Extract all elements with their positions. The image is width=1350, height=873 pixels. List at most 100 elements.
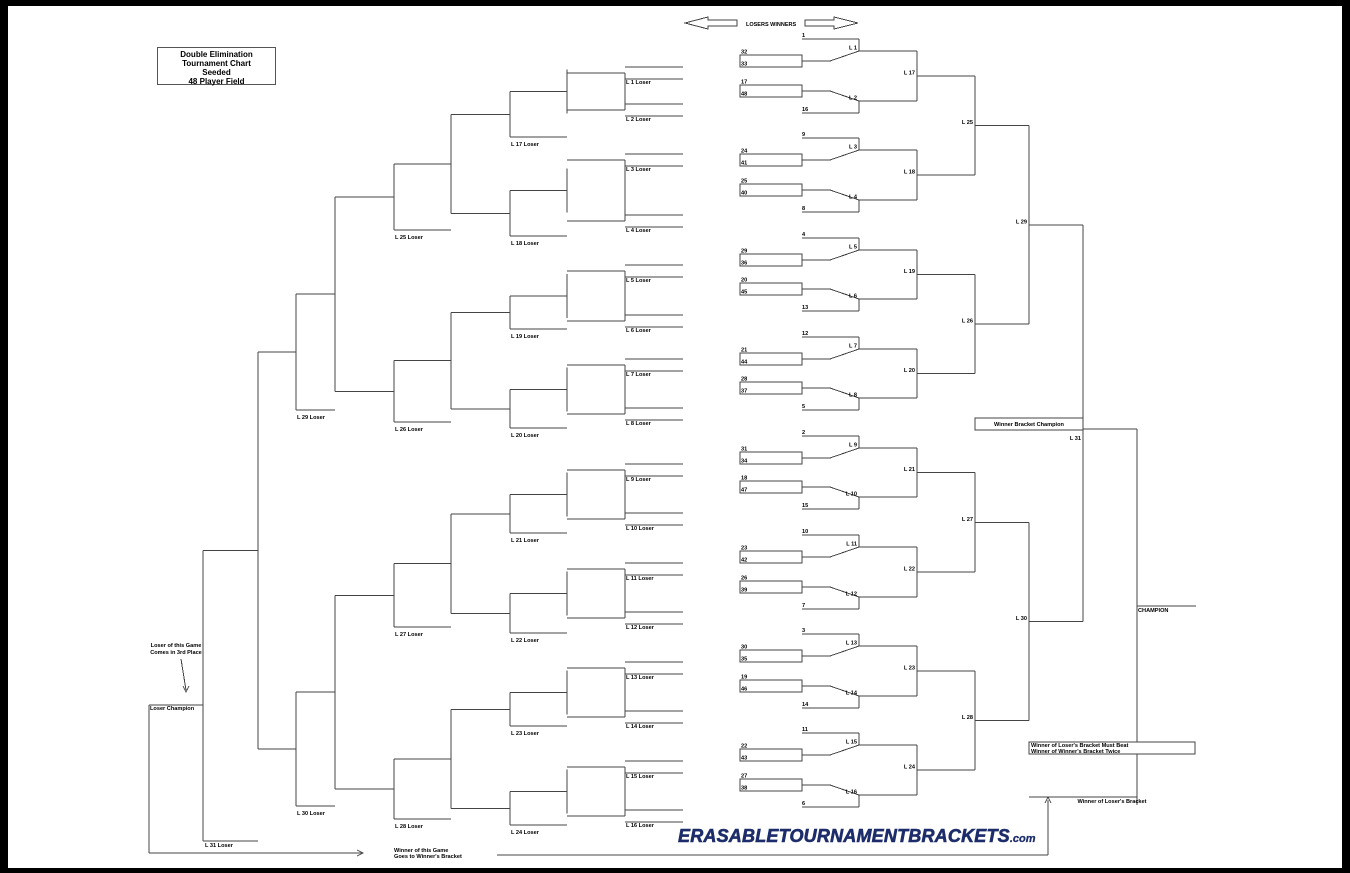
- title-line: Double Elimination: [180, 50, 253, 59]
- bracket-label: L 10: [846, 492, 857, 498]
- left-arrow-icon: [683, 16, 738, 30]
- bracket-label: Winner of Loser's Bracket: [1077, 799, 1146, 805]
- bracket-label: L 15 Loser: [626, 774, 655, 780]
- logo-text: ERASABLETOURNAMENTBRACKETS: [678, 826, 1010, 847]
- match-box: [739, 550, 803, 564]
- bracket-line: [829, 149, 860, 161]
- bracket-label: L 24 Loser: [511, 830, 540, 836]
- arrow-head: [356, 849, 365, 857]
- bracket-label: 18: [741, 476, 747, 482]
- match-box: [739, 748, 803, 762]
- bracket-label: L 30 Loser: [297, 811, 326, 817]
- match-box: [739, 352, 803, 366]
- bracket-label: L 25 Loser: [395, 235, 424, 241]
- bracket-label: L 18: [904, 170, 915, 176]
- bracket-label: Loser Champion: [150, 706, 195, 712]
- bracket-line: [829, 645, 860, 657]
- bracket-label: L 18 Loser: [511, 241, 540, 247]
- bracket-label: L 16 Loser: [626, 823, 655, 829]
- bracket-label: 34: [741, 459, 748, 465]
- bracket-label: 47: [741, 488, 747, 494]
- bracket-label: 37: [741, 389, 747, 395]
- bracket-label: 28: [741, 377, 747, 383]
- arrow-head: [1044, 795, 1052, 804]
- match-box: [739, 778, 803, 792]
- bracket-label: 32: [741, 50, 747, 56]
- match-box: [739, 580, 803, 594]
- match-box: [739, 54, 803, 68]
- bracket-label: L 12: [846, 592, 857, 598]
- bracket-label: 36: [741, 261, 747, 267]
- bracket-label: L 23 Loser: [511, 731, 540, 737]
- bracket-label: L 16: [846, 790, 857, 796]
- bracket-line: [829, 90, 860, 102]
- bracket-label: L 20: [904, 368, 915, 374]
- bracket-label: 17: [741, 80, 747, 86]
- bracket-label: L 1 Loser: [626, 80, 652, 86]
- bracket-label: L 7: [849, 344, 857, 350]
- bracket-label: 38: [741, 786, 747, 792]
- bracket-label: L 14 Loser: [626, 724, 655, 730]
- bracket-label: Loser of this Game: [151, 643, 202, 649]
- bracket-label: Winner of this Game: [394, 848, 448, 854]
- bracket-label: L 7 Loser: [626, 372, 652, 378]
- bracket-label: Winner of Loser's Bracket Must Beat: [1031, 743, 1128, 749]
- bracket-label: 8: [802, 206, 805, 212]
- bracket-label: L 17: [904, 71, 915, 77]
- bracket-label: L 1: [849, 46, 857, 52]
- must-beat-box: [1028, 741, 1196, 755]
- bracket-line: [829, 50, 860, 62]
- bracket-label: 22: [741, 744, 747, 750]
- bracket-label: L 29 Loser: [297, 415, 326, 421]
- winner-champion-box: [974, 417, 1084, 431]
- bracket-sheet: [8, 6, 1342, 868]
- bracket-label: L 11: [846, 542, 857, 548]
- bracket-label: 29: [741, 249, 747, 255]
- bracket-label: L 19: [904, 269, 915, 275]
- bracket-label: L 15: [846, 740, 857, 746]
- bracket-label: L 21: [904, 467, 915, 473]
- bracket-label: L 3: [849, 145, 857, 151]
- bracket-line: [829, 586, 860, 598]
- bracket-label: 10: [802, 529, 808, 535]
- bracket-label: 39: [741, 588, 747, 594]
- bracket-label: L 9: [849, 443, 857, 449]
- bracket-label: 9: [802, 132, 805, 138]
- bracket-label: CHAMPION: [1138, 608, 1168, 614]
- bracket-label: 5: [802, 404, 805, 410]
- bracket-label: L 19 Loser: [511, 334, 540, 340]
- bracket-label: L 5: [849, 245, 857, 251]
- bracket-line: [829, 784, 860, 796]
- bracket-label: L 14: [846, 691, 858, 697]
- bracket-label: L 6: [849, 294, 857, 300]
- title-box: Double Elimination Tournament Chart Seed…: [157, 47, 276, 86]
- legend: LOSERS WINNERS: [746, 22, 796, 28]
- match-box: [739, 679, 803, 693]
- bracket-label: L 2: [849, 96, 857, 102]
- bracket-label: L 9 Loser: [626, 477, 652, 483]
- bracket-label: L 29: [1016, 219, 1027, 225]
- legend-losers: LOSERS: [746, 22, 769, 28]
- bracket-label: L 5 Loser: [626, 278, 652, 284]
- bracket-line: [829, 486, 860, 498]
- bracket-label: Winner Bracket Champion: [994, 422, 1064, 428]
- bracket-label: Comes in 3rd Place: [150, 650, 202, 656]
- bracket-label: 48: [741, 92, 747, 98]
- bracket-label: L 3 Loser: [626, 167, 652, 173]
- bracket-label: L 31: [1070, 436, 1081, 442]
- bracket-label: L 20 Loser: [511, 433, 540, 439]
- bracket-label: 35: [741, 657, 747, 663]
- bracket-label: 4: [802, 232, 806, 238]
- match-box: [739, 451, 803, 465]
- bracket-label: 13: [802, 305, 808, 311]
- title-line: Tournament Chart: [182, 59, 251, 68]
- bracket-label: L 13: [846, 641, 857, 647]
- bracket-label: 1: [802, 33, 805, 39]
- bracket-label: 27: [741, 774, 747, 780]
- bracket-label: L 4: [849, 195, 858, 201]
- logo-suffix: .com: [1009, 833, 1036, 845]
- bracket-label: L 31 Loser: [205, 843, 234, 849]
- right-arrow-icon: [804, 16, 859, 30]
- brand-logo: ERASABLETOURNAMENTBRACKETS.com: [678, 826, 1036, 847]
